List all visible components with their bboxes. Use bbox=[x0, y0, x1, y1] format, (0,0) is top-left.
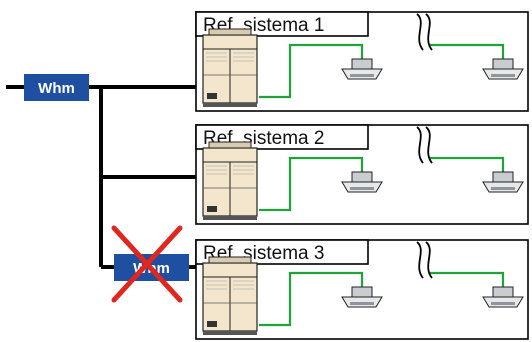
system-panel-2: Ref. sistema 2 bbox=[195, 124, 529, 225]
outdoor-unit-icon bbox=[202, 28, 258, 108]
meter-label: Whm bbox=[38, 80, 75, 97]
meter-box bbox=[24, 74, 89, 101]
refrigerant-pipe bbox=[259, 271, 364, 327]
watt-hour-meter-main: Whm bbox=[24, 74, 89, 101]
refrigerant-pipe bbox=[259, 156, 364, 212]
outdoor-unit-icon bbox=[202, 256, 258, 336]
refrigerant-pipe bbox=[430, 156, 505, 172]
cross-out-icon bbox=[111, 225, 183, 303]
outdoor-unit-icon bbox=[202, 141, 258, 221]
system-panel-1: Ref. sistema 1 bbox=[195, 11, 529, 112]
refrigerant-pipe bbox=[430, 43, 505, 59]
refrigerant-pipe bbox=[430, 271, 505, 287]
refrigerant-pipe bbox=[259, 43, 364, 99]
system-panel-3: Ref. sistema 3 bbox=[195, 239, 529, 340]
watt-hour-meter-removed: Whm bbox=[111, 225, 189, 303]
